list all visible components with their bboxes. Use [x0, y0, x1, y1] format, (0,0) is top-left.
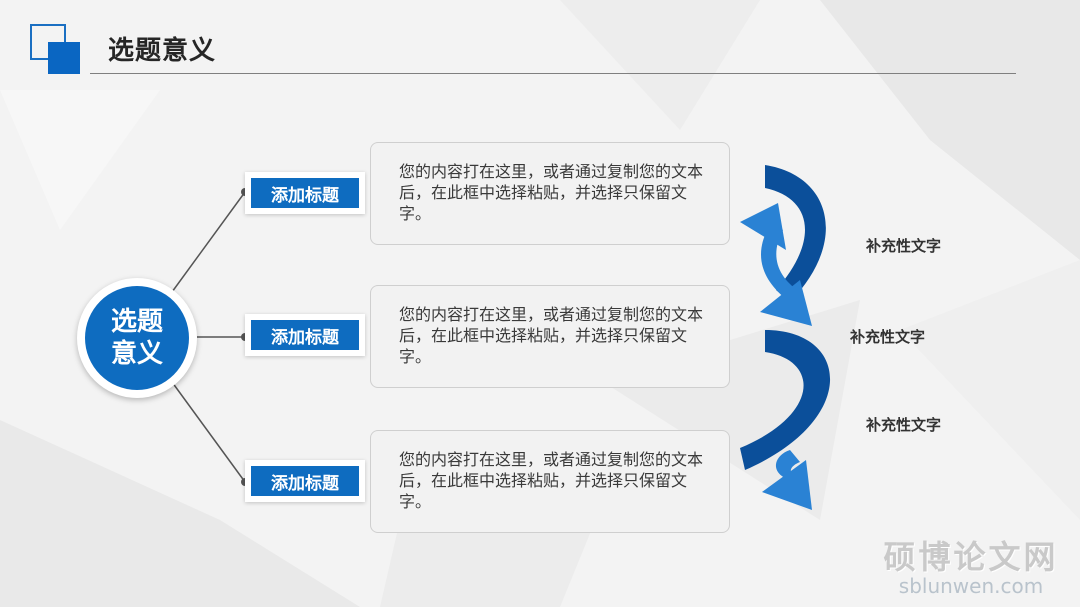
- title-underline: [90, 73, 1016, 74]
- header-logo-icon: [30, 24, 82, 74]
- logo-filled-square: [48, 42, 80, 74]
- watermark: 硕博论文网 sblunwen.com: [878, 532, 1064, 602]
- item-2-tag: 添加标题: [245, 314, 365, 356]
- side-label-1: 补充性文字: [866, 237, 942, 255]
- side-label-3: 补充性文字: [866, 416, 942, 434]
- watermark-url: sblunwen.com: [898, 574, 1044, 598]
- page-title: 选题意义: [108, 36, 217, 66]
- item-3-tag-label: 添加标题: [251, 466, 359, 496]
- side-label-2: 补充性文字: [850, 328, 926, 346]
- item-3-tag: 添加标题: [245, 460, 365, 502]
- item-1-tag: 添加标题: [245, 172, 365, 214]
- item-2-card: 您的内容打在这里，或者通过复制您的文本后，在此框中选择粘贴，并选择只保留文字。: [370, 285, 730, 388]
- item-1-tag-label: 添加标题: [251, 178, 359, 208]
- center-topic-label: 选题 意义: [85, 286, 189, 390]
- item-2-tag-label: 添加标题: [251, 320, 359, 350]
- item-1-card: 您的内容打在这里，或者通过复制您的文本后，在此框中选择粘贴，并选择只保留文字。: [370, 142, 730, 245]
- item-3-card: 您的内容打在这里，或者通过复制您的文本后，在此框中选择粘贴，并选择只保留文字。: [370, 430, 730, 533]
- center-line-1: 选题: [110, 307, 163, 337]
- center-topic-circle: 选题 意义: [77, 278, 197, 398]
- center-line-2: 意义: [110, 339, 163, 369]
- watermark-chinese: 硕博论文网: [883, 538, 1059, 576]
